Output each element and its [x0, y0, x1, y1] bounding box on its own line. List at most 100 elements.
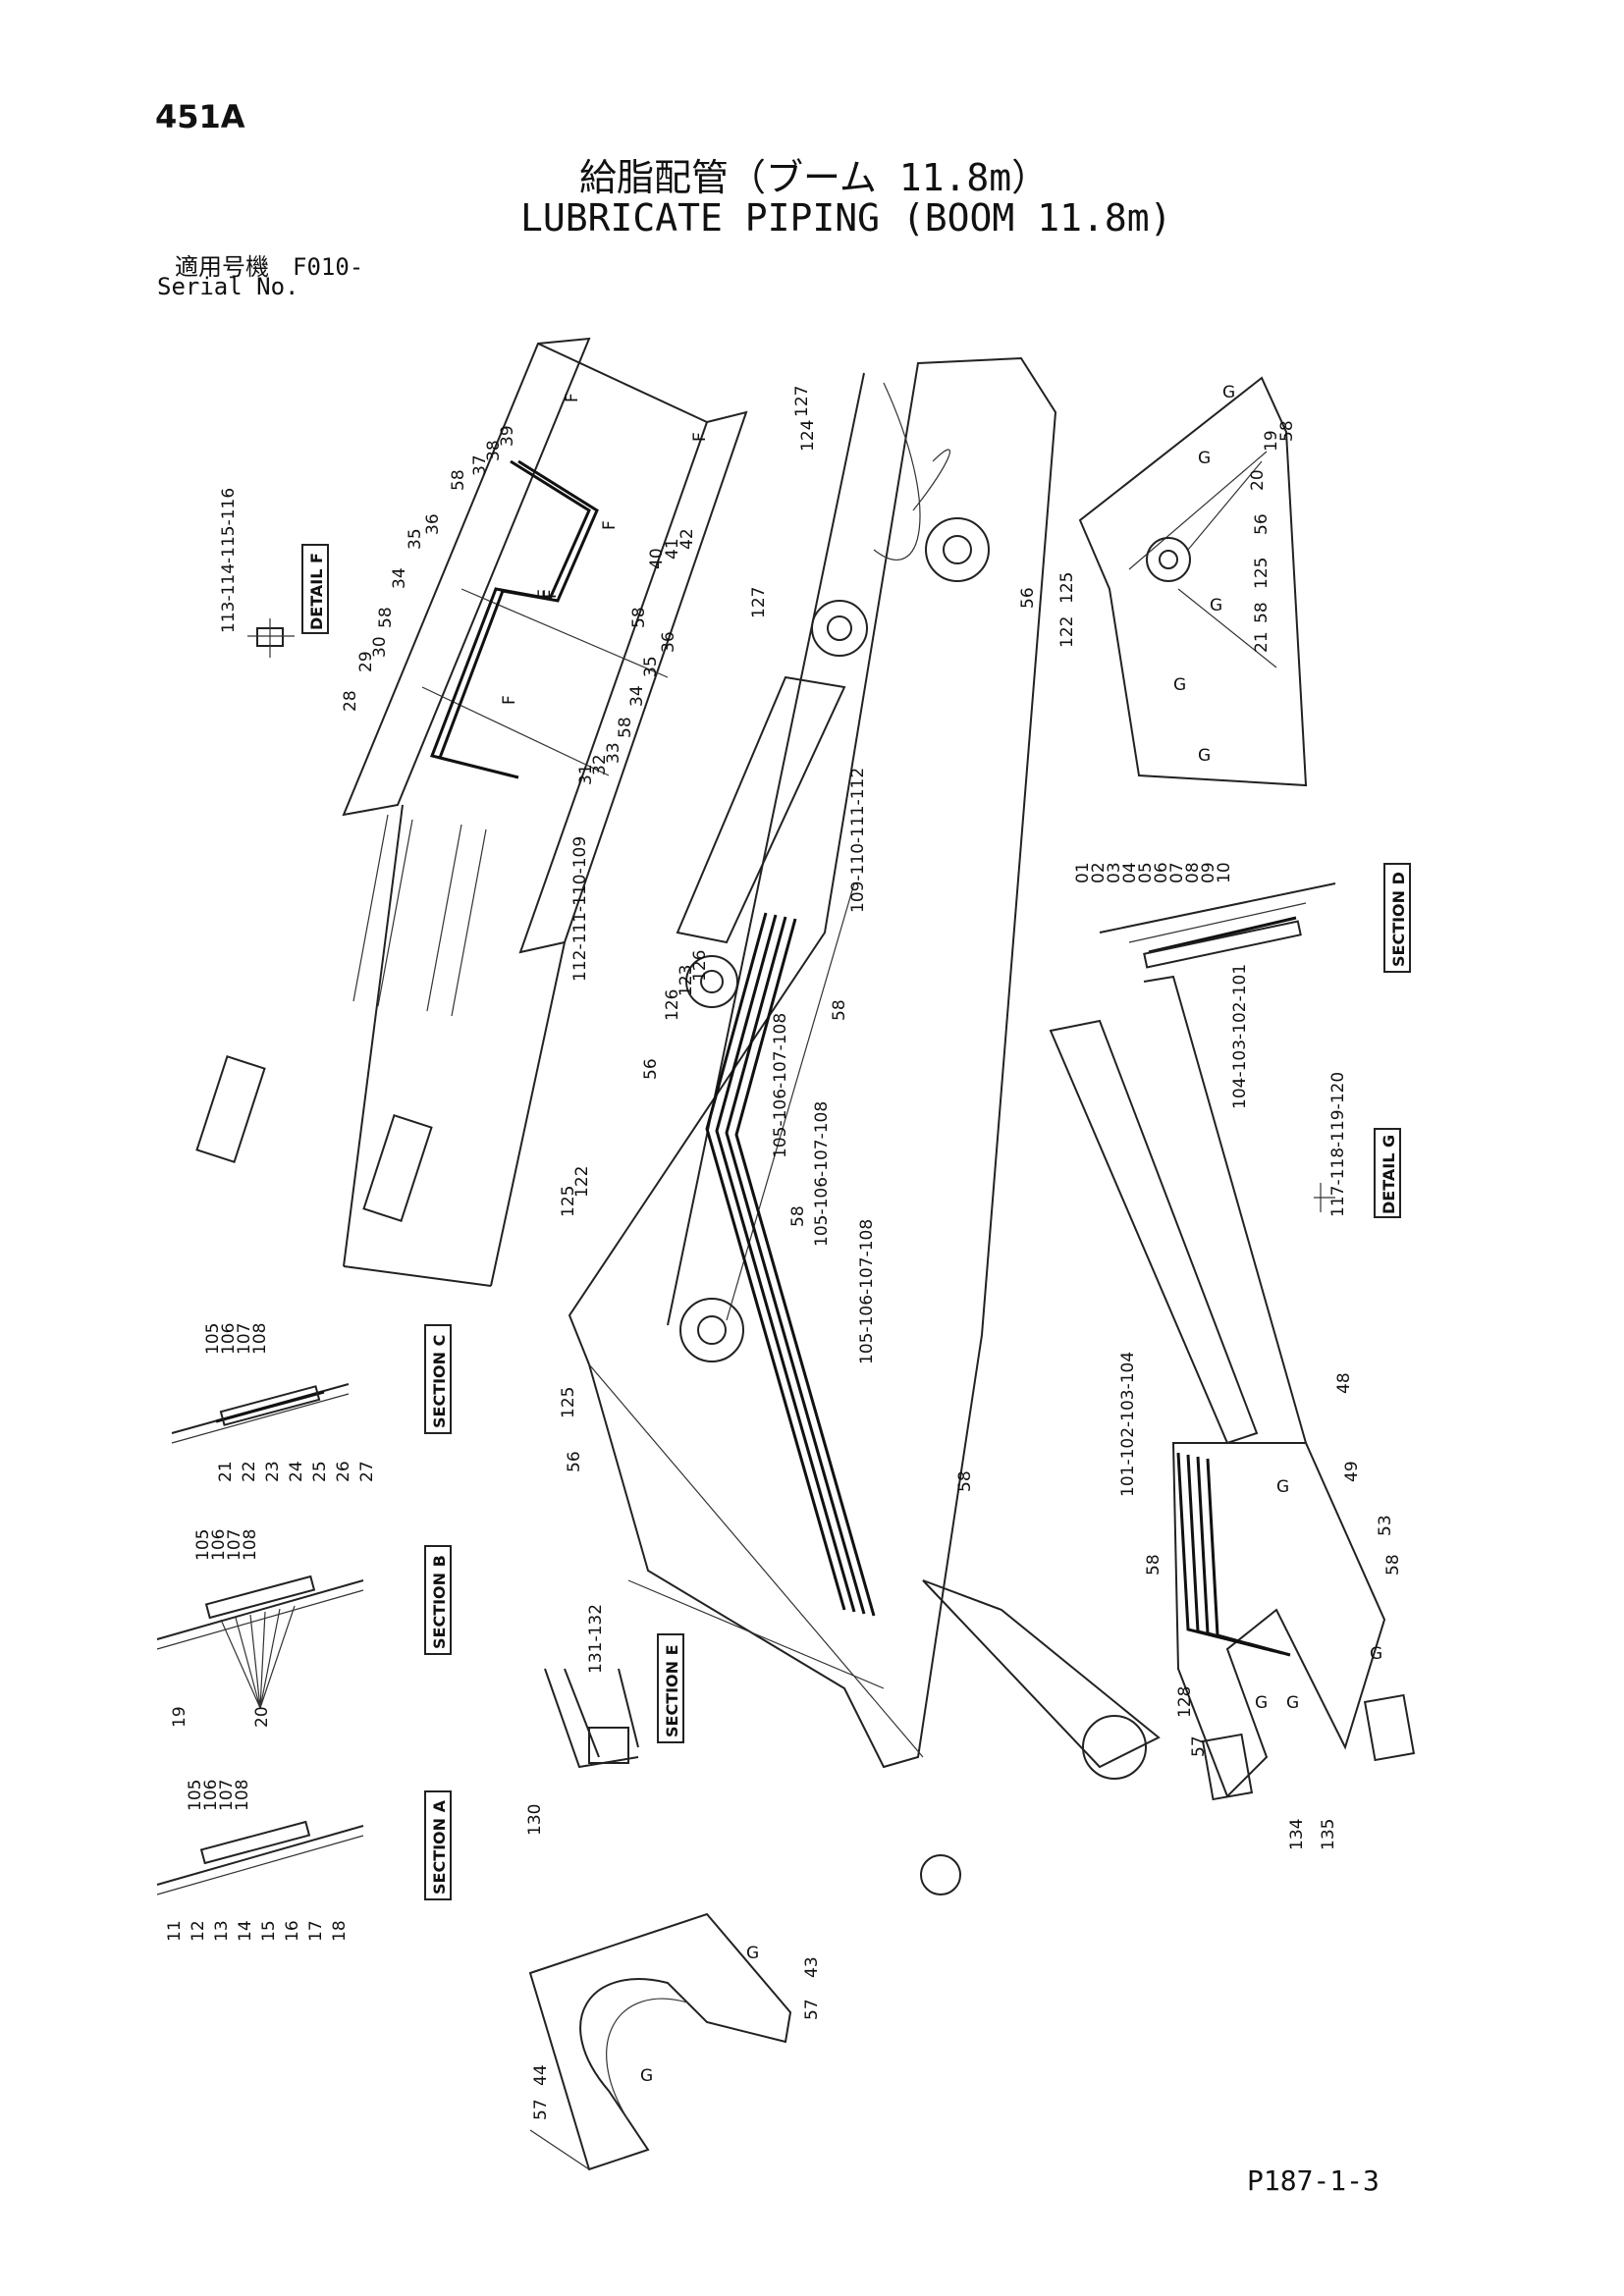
part-label: 24	[287, 1461, 306, 1482]
part-label: 05	[1136, 862, 1156, 883]
part-label: 135	[1319, 1819, 1338, 1850]
section-a-callout: SECTION A	[424, 1790, 452, 1900]
part-label: 35	[641, 656, 661, 677]
part-label: 29	[356, 651, 376, 672]
part-label: F	[535, 589, 555, 599]
part-label: 21	[1252, 631, 1272, 653]
part-label: 104-103-102-101	[1230, 964, 1250, 1109]
arm-structure	[1049, 975, 1416, 1801]
part-label: 15	[259, 1920, 279, 1942]
part-label: 07	[1167, 862, 1187, 883]
part-label: G	[1210, 596, 1222, 615]
part-label: 04	[1120, 862, 1140, 883]
section-d-callout: SECTION D	[1383, 863, 1411, 973]
part-label: 57	[531, 2099, 551, 2120]
part-label: 38	[484, 440, 504, 461]
part-label: 106	[201, 1780, 221, 1811]
part-label: 36	[423, 513, 443, 535]
section-c-label: SECTION C	[430, 1335, 449, 1428]
detail-g-callout: DETAIL G 117-118-119-120	[1314, 1072, 1401, 1218]
part-label: 35	[406, 528, 425, 550]
part-label: 37	[470, 454, 490, 476]
part-label: 58	[376, 607, 396, 628]
page-number: 451A	[155, 98, 245, 135]
part-label: 30	[370, 636, 390, 658]
part-label: F	[541, 589, 561, 599]
part-label: G	[1222, 383, 1235, 402]
arm-tip-detail	[1078, 376, 1308, 787]
part-label: 58	[1144, 1554, 1164, 1575]
part-label: 56	[565, 1451, 584, 1472]
boom-head-detail	[195, 337, 748, 1287]
part-label: 36	[659, 631, 678, 653]
part-label: 107	[217, 1780, 237, 1811]
part-label: 108	[250, 1323, 270, 1355]
part-label: 125	[1057, 572, 1077, 604]
part-label: 43	[802, 1956, 822, 1978]
detail-f-label: DETAIL F	[307, 553, 326, 630]
part-label: 105-106-107-108	[857, 1219, 877, 1364]
part-label: G	[746, 1944, 759, 1963]
part-label: 56	[1252, 513, 1272, 535]
part-number-labels: 39 38 37 58 36 35 34 58 30 29 28 42 41 4…	[165, 383, 1403, 2120]
part-label: G	[1255, 1693, 1268, 1713]
part-label: 107	[235, 1323, 254, 1355]
part-label: 125	[559, 1186, 578, 1217]
part-label: 105	[203, 1323, 223, 1355]
section-e-label: SECTION E	[663, 1644, 681, 1737]
part-label: G	[1370, 1644, 1382, 1664]
main-boom	[568, 356, 1161, 1896]
section-a-diagram	[156, 1820, 364, 1896]
part-label: 17	[306, 1920, 326, 1942]
part-label: 10	[1215, 862, 1234, 883]
part-label: F	[500, 695, 519, 705]
part-label: 34	[390, 567, 409, 589]
serial-label-japanese: 適用号機 F010-	[175, 253, 364, 281]
part-label: 57	[1189, 1735, 1209, 1757]
part-label: G	[1276, 1477, 1289, 1497]
part-label: 06	[1152, 862, 1171, 883]
part-label: 125	[559, 1387, 578, 1418]
part-label: 126	[663, 989, 682, 1021]
part-label: 134	[1287, 1819, 1307, 1850]
part-label: 127	[792, 386, 812, 417]
part-label: 109-110-111-112	[848, 768, 868, 913]
part-label: 105-106-107-108	[771, 1013, 790, 1158]
section-d-label: SECTION D	[1389, 872, 1408, 967]
serial-label-english: Serial No.	[157, 273, 299, 300]
part-label: 28	[341, 690, 360, 712]
part-label: 57	[802, 1999, 822, 2020]
part-label: 27	[357, 1461, 377, 1482]
part-label: 02	[1089, 862, 1109, 883]
detail-f-callout: DETAIL F 113-114-115-116	[219, 488, 329, 658]
part-label: 126	[690, 950, 710, 982]
part-label: G	[1198, 449, 1211, 468]
part-label: 22	[240, 1461, 259, 1482]
part-label: F	[690, 432, 710, 442]
part-label: G	[1286, 1693, 1299, 1713]
part-label: G	[640, 2066, 653, 2086]
part-label: 14	[236, 1920, 255, 1942]
part-label: 01	[1073, 862, 1093, 883]
part-label: 105-106-107-108	[812, 1101, 832, 1247]
part-label: 53	[1376, 1515, 1395, 1536]
part-label: 108	[233, 1780, 252, 1811]
part-label: G	[1173, 675, 1186, 695]
part-label: 20	[1248, 469, 1268, 491]
part-label: 58	[449, 469, 468, 491]
part-label: 21	[216, 1461, 236, 1482]
part-label: G	[1198, 746, 1211, 766]
part-label: 107	[225, 1529, 244, 1561]
part-label: 58	[616, 717, 635, 738]
part-label: 18	[330, 1920, 350, 1942]
part-label: 58	[788, 1205, 808, 1227]
part-label: 16	[283, 1920, 302, 1942]
part-label: 101-102-103-104	[1118, 1352, 1138, 1497]
part-label: 125	[1252, 558, 1272, 589]
part-label: 12	[189, 1920, 208, 1942]
part-label: 124	[798, 420, 818, 452]
part-label: 128	[1175, 1686, 1195, 1718]
title-english: LUBRICATE PIPING (BOOM 11.8m)	[520, 196, 1172, 240]
section-b-label: SECTION B	[430, 1555, 449, 1649]
